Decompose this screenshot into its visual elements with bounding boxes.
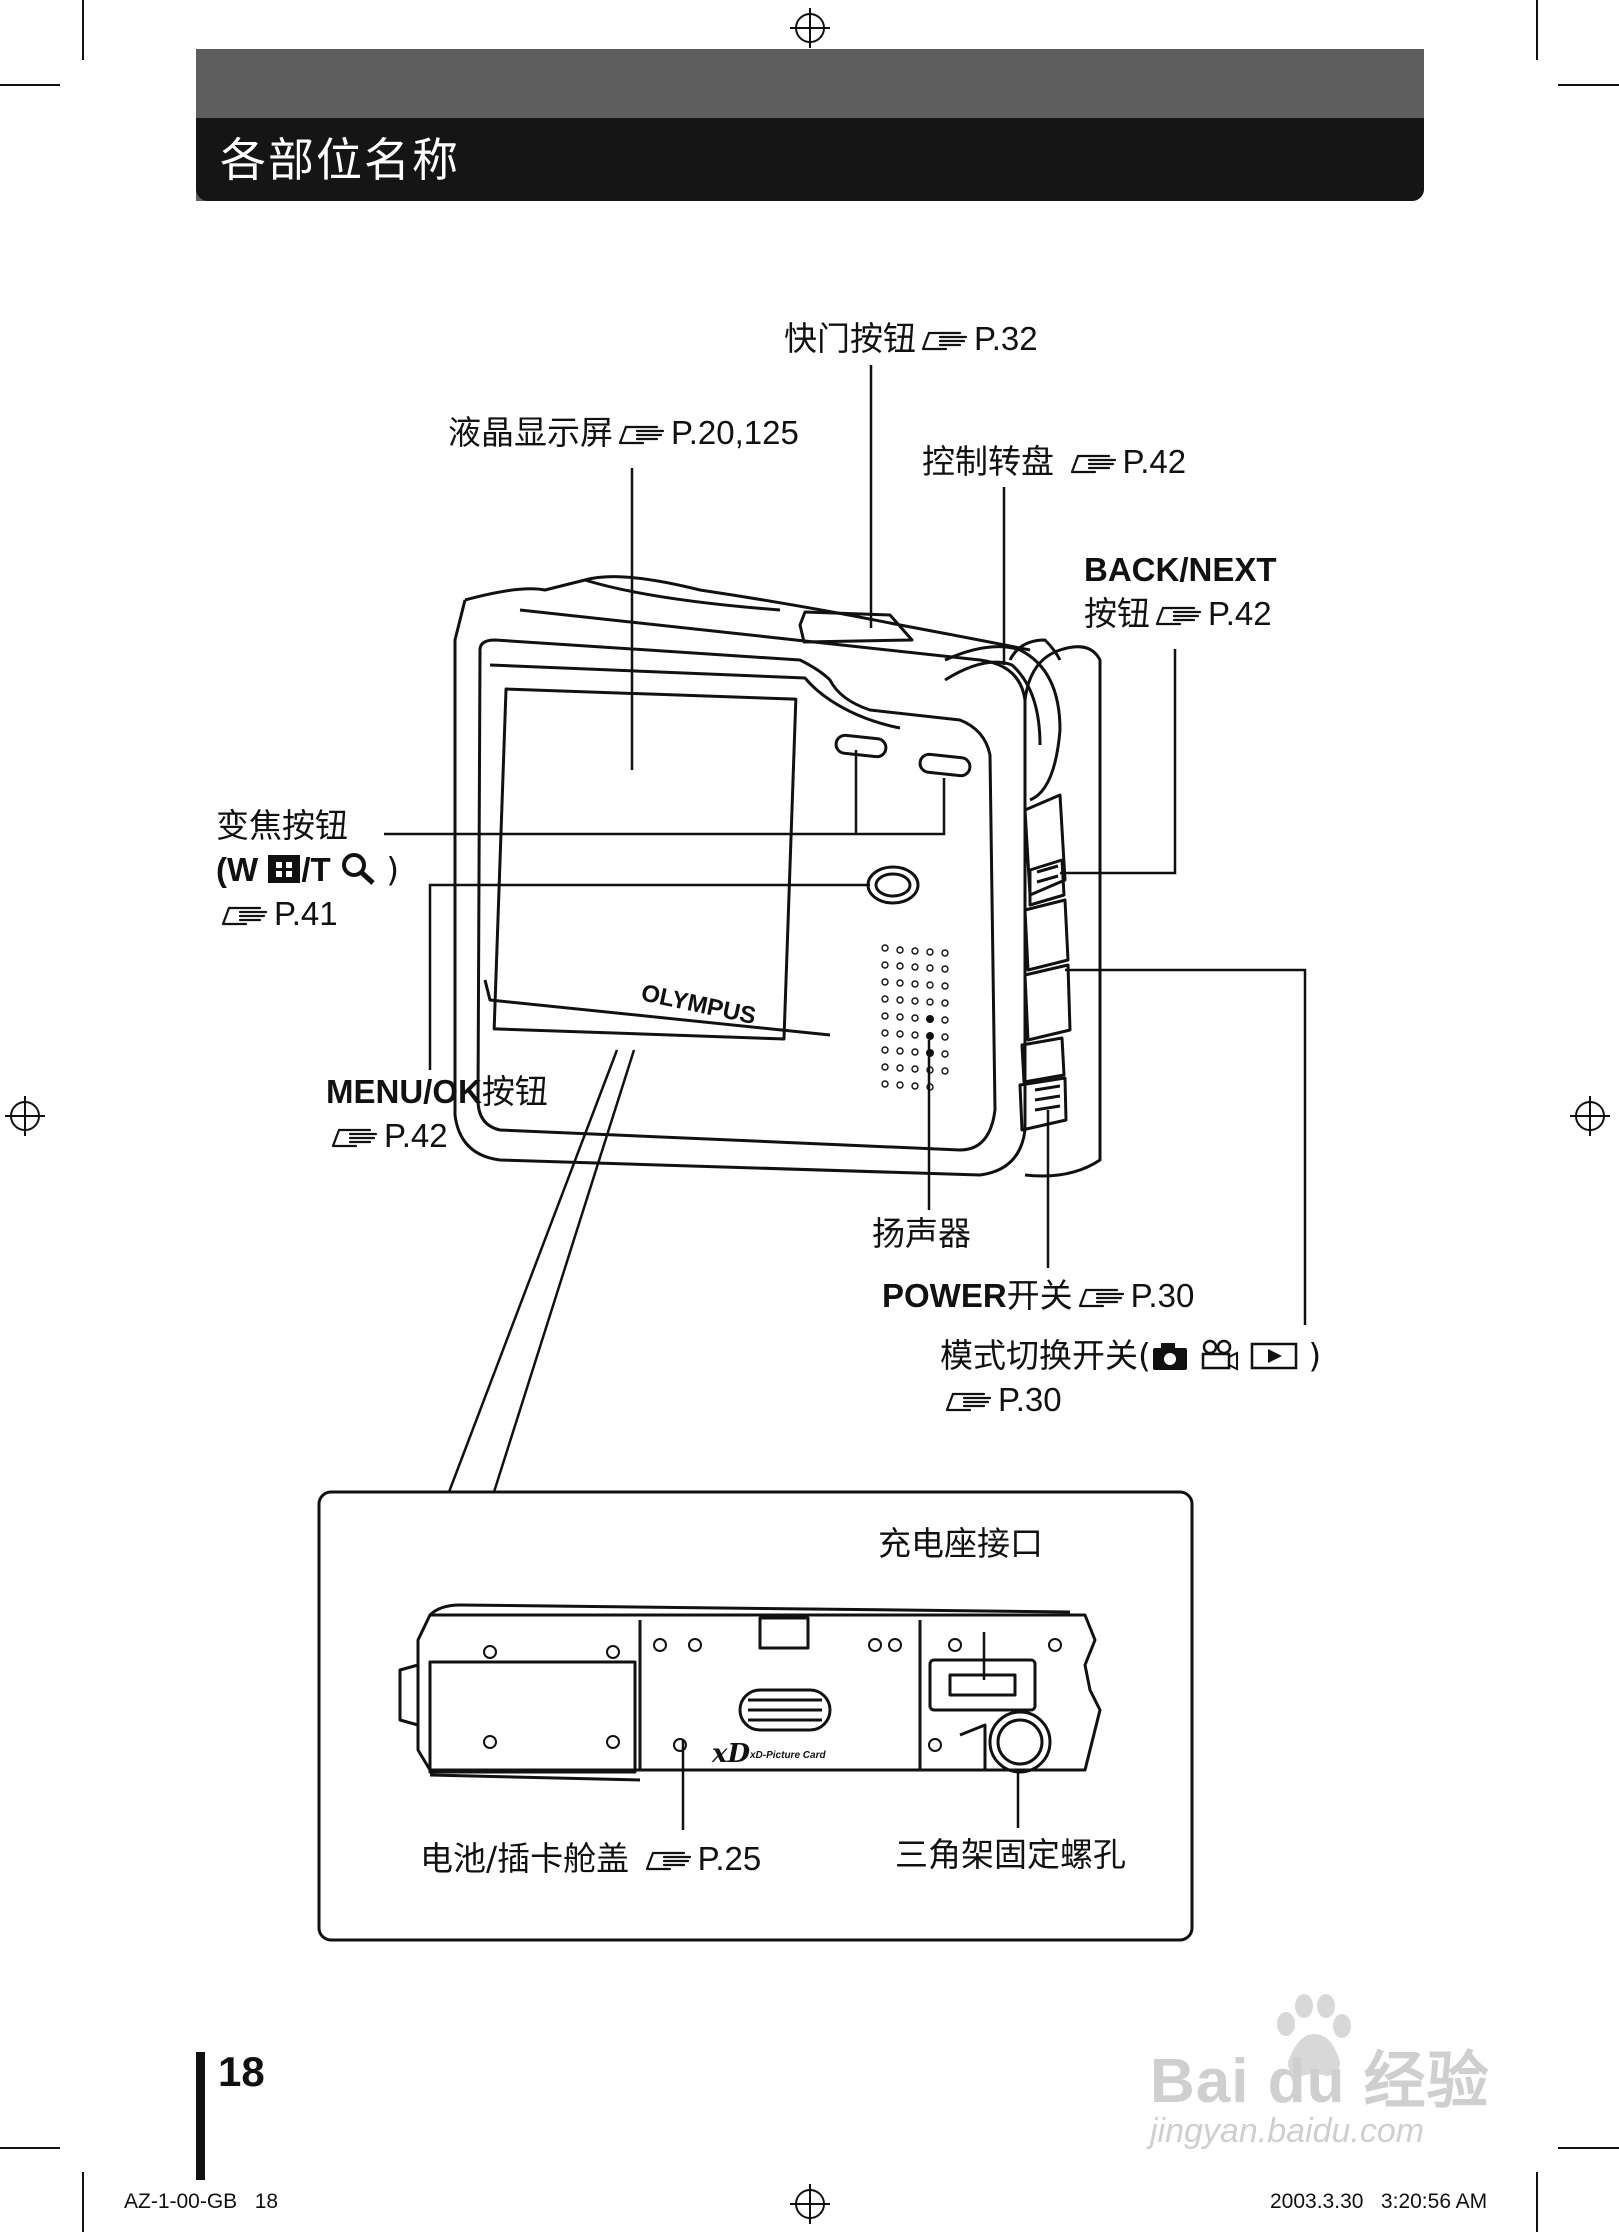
footer-left: AZ-1-00-GB 18 — [124, 2190, 279, 2213]
tripod-socket — [988, 1710, 1052, 1774]
zoom-t-button — [918, 752, 972, 778]
playback-icon — [1250, 1342, 1298, 1370]
movie-icon — [1202, 1339, 1239, 1371]
label-tripod: 三角架固定螺孔 — [895, 1835, 1126, 1874]
label-zoom: 变焦按钮 — [216, 806, 348, 845]
control-dial — [944, 645, 1062, 802]
lcd-screen — [492, 687, 798, 1041]
label-back-next-en: BACK/NEXT — [1084, 551, 1277, 588]
charger-connector — [928, 1658, 1037, 1712]
registration-mark-top — [790, 8, 830, 48]
registration-mark-bottom — [790, 2184, 830, 2224]
power-switch — [1018, 1076, 1068, 1132]
camera-icon — [1152, 1343, 1187, 1370]
mode-switch — [1020, 1036, 1066, 1084]
page-reference-icon — [944, 1392, 994, 1412]
page-number: 18 — [218, 2048, 265, 2095]
label-menu-ok-ref: P.42 — [326, 1115, 448, 1157]
label-menu-ok: MENU/OK按钮 — [326, 1072, 548, 1111]
page-reference-icon — [617, 425, 667, 445]
label-zoom-ref: P.41 — [216, 893, 338, 935]
label-mode-switch: 模式切换开关( ) — [940, 1336, 1322, 1375]
watermark-brand: Bai du 经验 — [1150, 2047, 1490, 2116]
registration-mark-right — [1570, 1096, 1610, 1136]
page-reference-icon — [330, 1128, 380, 1148]
label-zoom-wt: (W /T ) — [216, 850, 400, 889]
bottom-view-inset — [317, 1490, 1194, 1942]
speaker-grille — [881, 944, 949, 1091]
magnify-icon — [341, 853, 375, 885]
page-reference-icon — [920, 331, 970, 351]
back-next-button — [1028, 858, 1066, 907]
zoom-w-button — [834, 733, 888, 759]
header-title-band — [196, 118, 1424, 201]
label-battery-cover: 电池/插卡舱盖 P.25 — [420, 1839, 762, 1878]
page-reference-icon — [220, 906, 270, 926]
xd-card-text: xD-Picture Card — [749, 1750, 826, 1761]
registration-mark-left — [5, 1096, 45, 1136]
page-title: 各部位名称 — [220, 133, 460, 187]
label-charger: 充电座接口 — [878, 1524, 1043, 1563]
battery-card-cover — [428, 1660, 637, 1774]
paw-icon — [1277, 1994, 1351, 2076]
label-speaker: 扬声器 — [872, 1214, 971, 1253]
label-control-dial: 控制转盘 P.42 — [922, 442, 1187, 481]
page-reference-icon — [1069, 454, 1119, 474]
page-number-bar — [196, 2052, 205, 2180]
watermark-url: jingyan.baidu.com — [1150, 2112, 1425, 2150]
shutter-button — [798, 610, 914, 644]
footer-right: 2003.3.30 3:20:56 AM — [1270, 2190, 1488, 2213]
label-mode-switch-ref: P.30 — [940, 1379, 1062, 1421]
wide-icon — [268, 855, 301, 883]
page-reference-icon — [644, 1851, 694, 1871]
page-reference-icon — [1154, 606, 1204, 626]
xd-logo: xD — [711, 1739, 751, 1769]
page-reference-icon — [1077, 1288, 1127, 1308]
